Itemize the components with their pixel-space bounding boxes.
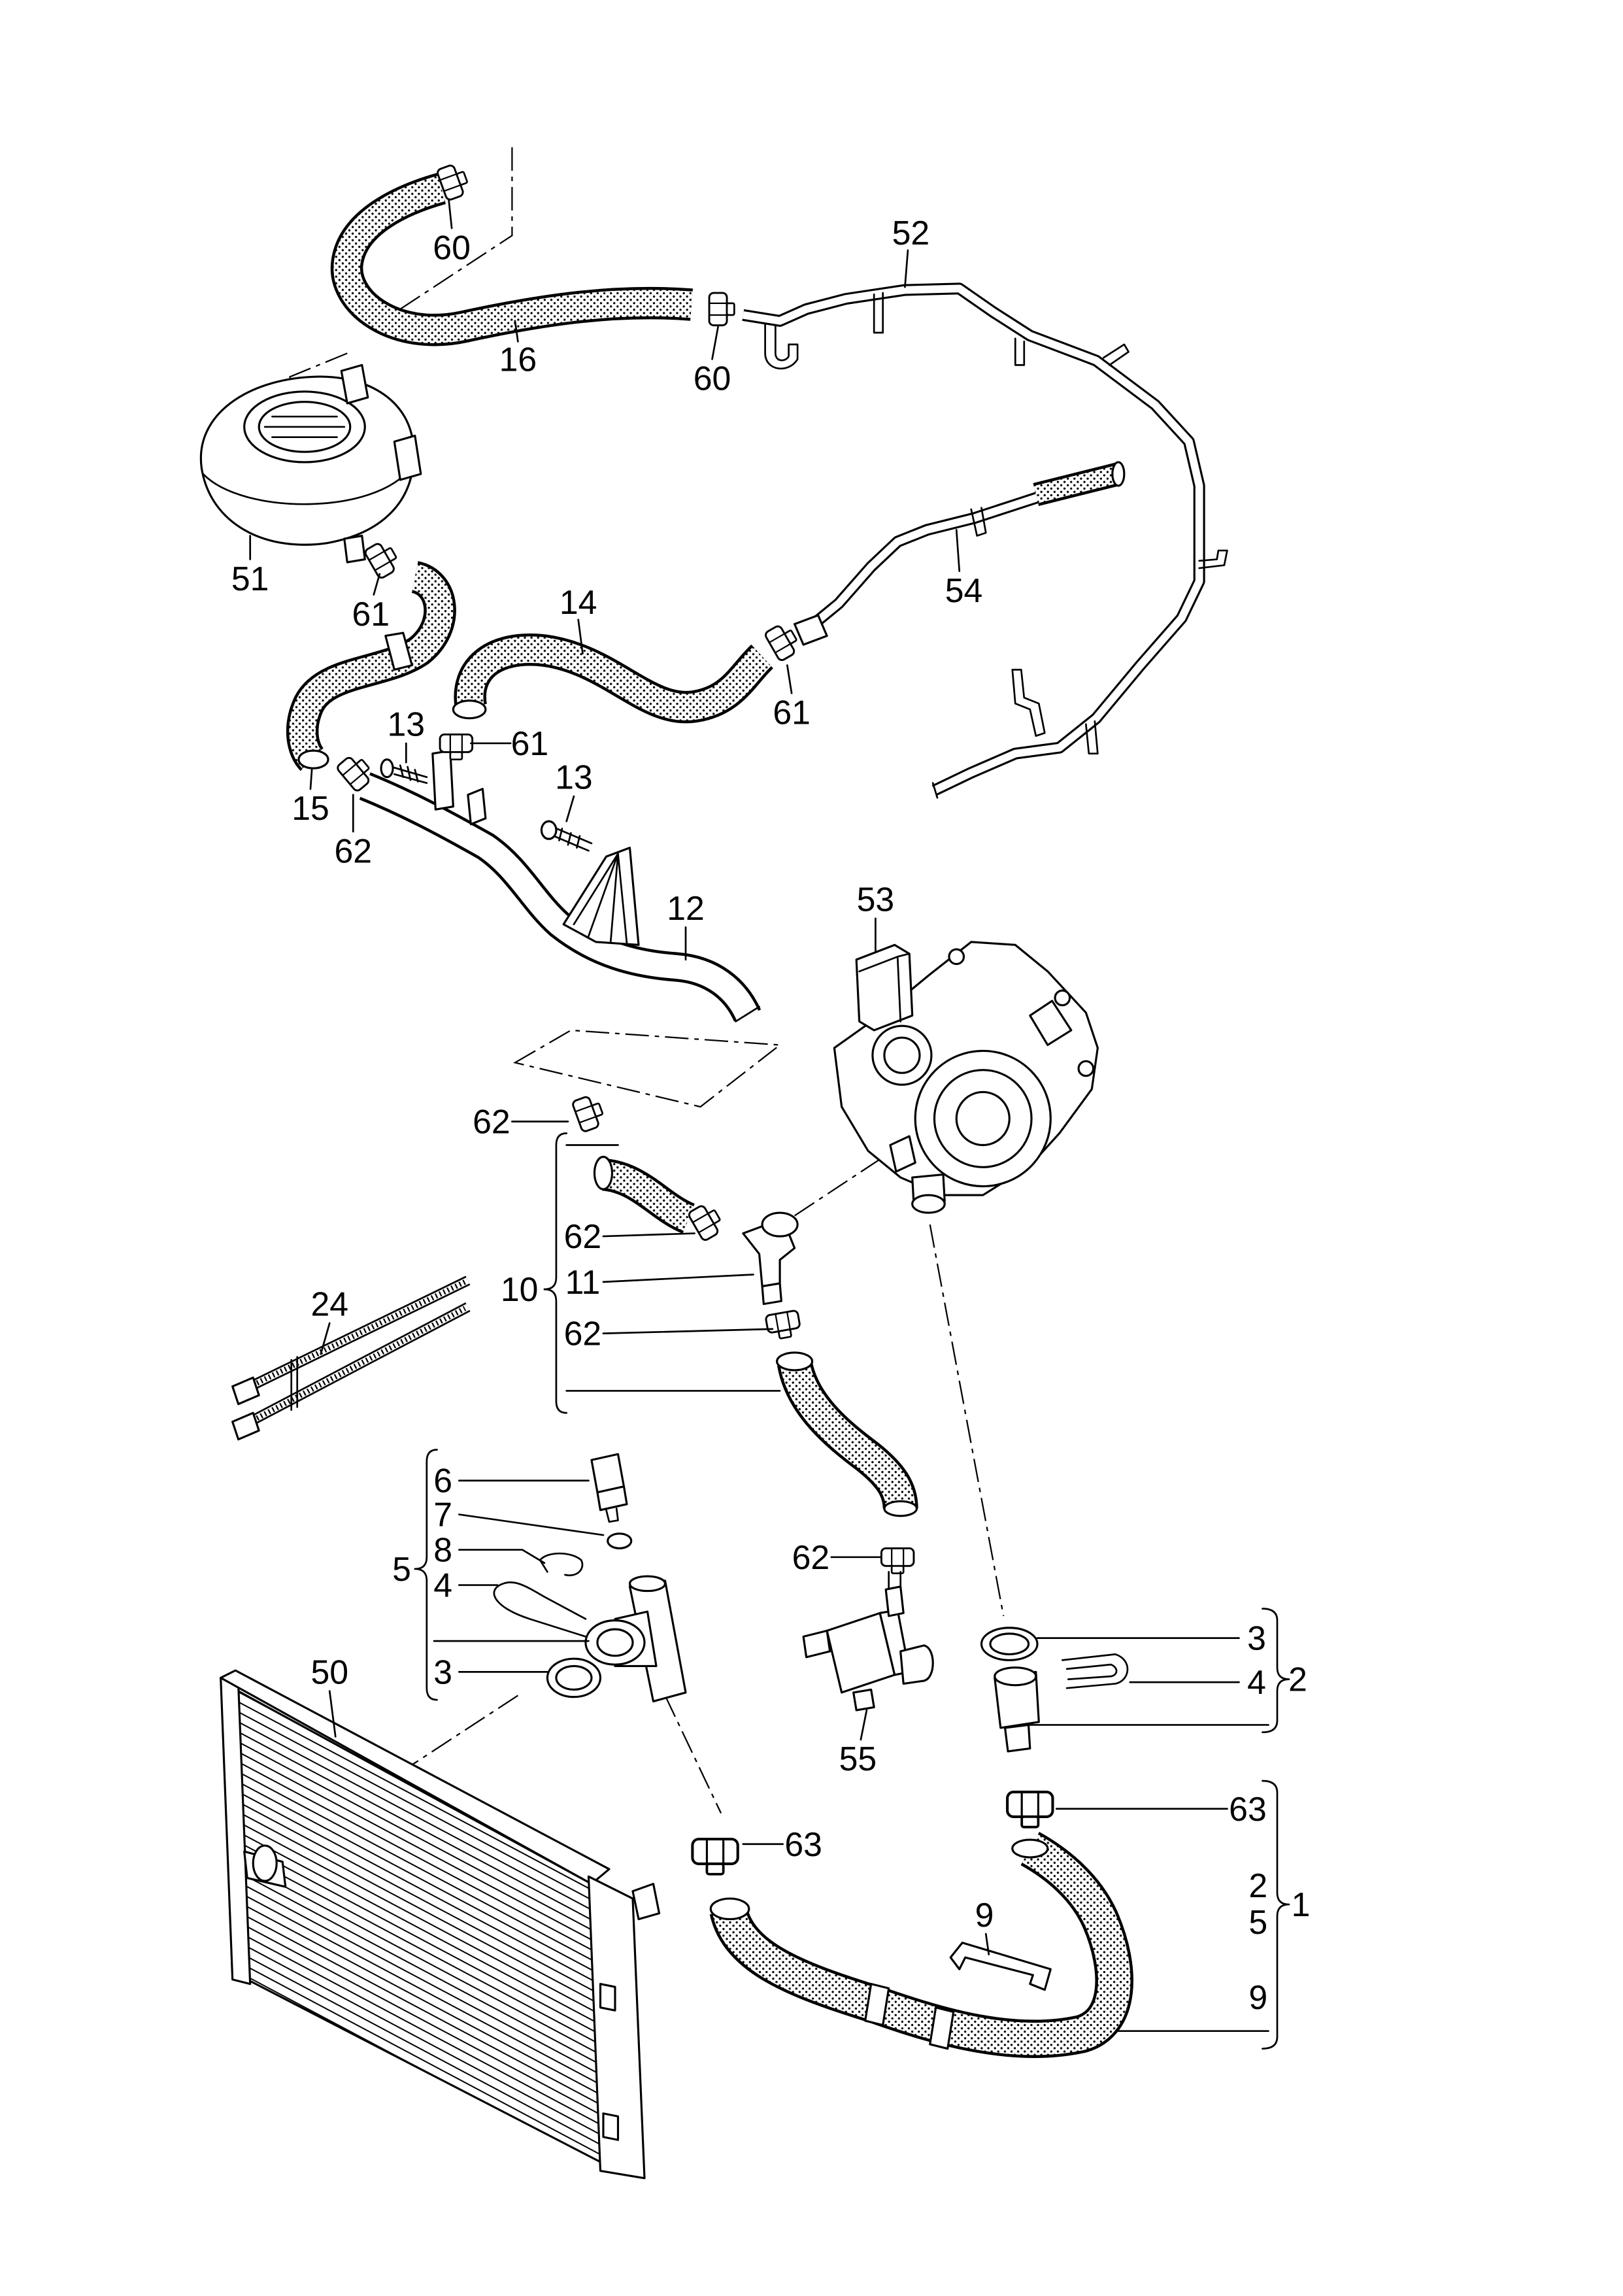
thermostat-housing-53 — [833, 941, 1099, 1214]
callout-group-10: 10 — [501, 1270, 539, 1308]
callout-clamp-61-hose-14: 61 — [773, 694, 811, 732]
callout-o-ring-3-right: 3 — [1247, 1619, 1266, 1657]
bolt-13-right — [540, 820, 593, 852]
coolant-connector-5 — [584, 1575, 687, 1703]
callout-clamp-63-left: 63 — [784, 1825, 822, 1863]
callouts: 60 16 60 52 51 61 14 54 61 13 61 15 62 1… — [231, 214, 1311, 2016]
callout-clamp-60-top: 60 — [433, 228, 471, 266]
valve-55 — [802, 1570, 934, 1712]
expansion-tank-51 — [199, 363, 422, 564]
callout-o-ring-3-left: 3 — [433, 1653, 452, 1691]
callout-pipe-52: 52 — [892, 214, 930, 252]
clip-9 — [949, 1942, 1052, 1991]
callout-thermostat-housing-53: 53 — [857, 881, 895, 919]
callout-clip-4-left: 4 — [433, 1566, 452, 1604]
elbow-fitting-11 — [742, 1211, 799, 1306]
o-ring-7 — [607, 1532, 633, 1549]
pipe-54 — [794, 461, 1126, 646]
callout-clip-9: 9 — [975, 1896, 994, 1934]
callout-clamp-61-tank: 61 — [352, 595, 390, 633]
o-ring-3-right — [980, 1627, 1039, 1661]
callout-bolt-13-right: 13 — [555, 758, 593, 796]
bolt-13-left — [380, 758, 428, 785]
callout-cable-ties-24: 24 — [310, 1285, 348, 1323]
callout-elbow-fitting-11: 11 — [565, 1263, 601, 1301]
callout-clamp-60-right: 60 — [694, 360, 731, 397]
o-ring-3-left — [546, 1657, 602, 1698]
callout-hose-15: 15 — [292, 789, 329, 827]
cable-ties-24 — [231, 1275, 471, 1441]
hose-10-upper — [593, 1155, 695, 1234]
hose-9 — [709, 1831, 1133, 2058]
hose-15 — [286, 561, 456, 771]
callout-clamp-63-right: 63 — [1229, 1790, 1267, 1828]
callout-tank-51: 51 — [231, 560, 269, 598]
callout-radiator-50: 50 — [310, 1653, 348, 1691]
braces — [414, 1132, 1290, 2050]
clip-4-left — [493, 1581, 587, 1638]
callout-group-5: 5 — [392, 1550, 411, 1588]
callout-valve-55: 55 — [839, 1740, 877, 1778]
callout-pipe-12: 12 — [667, 889, 705, 927]
callout-clamp-62-valve: 62 — [792, 1538, 830, 1576]
clip-4-right — [1061, 1653, 1129, 1689]
hose-16 — [330, 173, 694, 346]
pipe-52 — [742, 282, 1228, 799]
connector-2 — [994, 1666, 1040, 1753]
callout-bolt-13-left: 13 — [388, 705, 426, 743]
callout-group-2: 2 — [1288, 1661, 1307, 1698]
callout-group-1-item-5: 5 — [1248, 1903, 1267, 1941]
callout-clamp-62-lower: 62 — [564, 1315, 602, 1353]
callout-o-ring-7: 7 — [433, 1496, 452, 1534]
callout-pipe-54: 54 — [945, 571, 983, 609]
callout-clamp-62-pipe-12: 62 — [334, 832, 372, 869]
leader-lines — [249, 199, 1240, 1955]
callout-hose-16: 16 — [499, 340, 537, 378]
callout-sender-6: 6 — [433, 1462, 452, 1500]
callout-clamp-61-fitting: 61 — [511, 724, 549, 762]
radiator-50 — [220, 1669, 661, 2180]
callout-group-1-item-2: 2 — [1248, 1866, 1267, 1904]
callout-group-1-item-9: 9 — [1248, 1978, 1267, 2016]
pipe-12 — [359, 749, 761, 1022]
callout-clip-4-right: 4 — [1247, 1663, 1266, 1701]
callout-clamp-62-upper: 62 — [473, 1102, 510, 1140]
callout-clamp-62-mid: 62 — [564, 1217, 602, 1255]
temperature-sender-6 — [590, 1453, 628, 1523]
callout-hose-14: 14 — [560, 583, 597, 621]
hose-14 — [452, 633, 774, 724]
callout-clip-8: 8 — [433, 1531, 452, 1569]
hose-10-lower — [776, 1351, 918, 1517]
callout-group-1: 1 — [1292, 1885, 1311, 1923]
